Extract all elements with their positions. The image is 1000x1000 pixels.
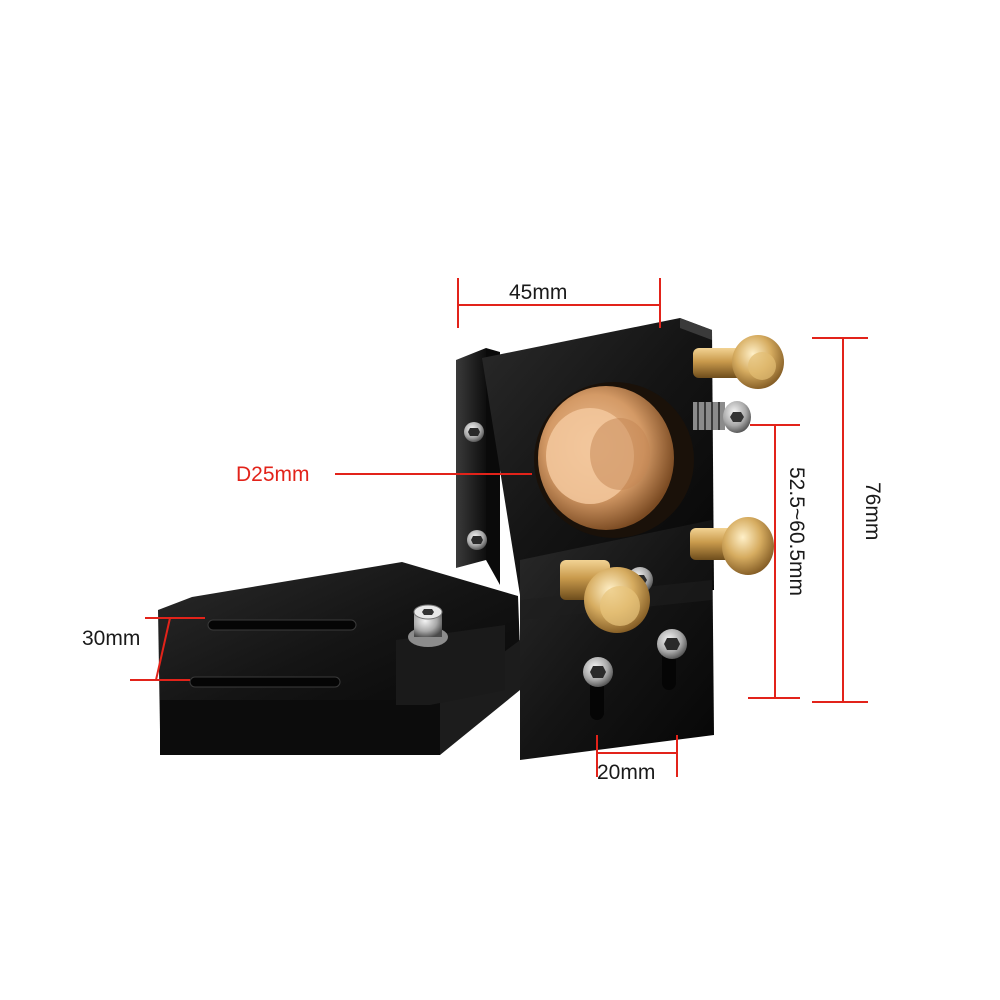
dim-label-45mm: 45mm	[509, 281, 568, 304]
brass-knob-top-icon	[693, 335, 784, 389]
lower-slot-right	[662, 650, 676, 690]
dim-label-52-60mm: 52.5~60.5mm	[785, 467, 808, 596]
dim-line-20mm	[596, 735, 678, 777]
dim-line-76mm	[812, 337, 868, 703]
front-plate	[482, 318, 714, 595]
brass-knob-right-icon	[690, 517, 774, 575]
dim-line-52mm	[748, 424, 800, 699]
lower-block	[520, 520, 714, 760]
spring-icon	[693, 401, 751, 433]
dim-label-lens-diameter: D25mm	[236, 463, 310, 486]
side-screw-upper-icon	[464, 422, 484, 442]
dim-label-20mm: 20mm	[597, 761, 656, 784]
base-screw-icon	[408, 604, 448, 647]
dimension-lines	[130, 278, 868, 777]
brass-knob-front-icon	[560, 560, 650, 633]
side-screw-lower-icon	[467, 530, 487, 550]
dim-line-30mm	[130, 617, 205, 681]
dim-line-45mm	[457, 278, 661, 328]
base-plate	[158, 562, 520, 755]
dim-label-30mm: 30mm	[82, 627, 141, 650]
base-slot-upper	[207, 619, 357, 631]
lower-screw-left-icon	[583, 657, 613, 687]
dim-label-76mm: 76mm	[861, 482, 884, 541]
lower-screw-right-icon	[657, 629, 687, 659]
lens-icon	[534, 382, 694, 538]
lower-slot-left	[590, 680, 604, 720]
base-slot-lower	[189, 676, 341, 688]
